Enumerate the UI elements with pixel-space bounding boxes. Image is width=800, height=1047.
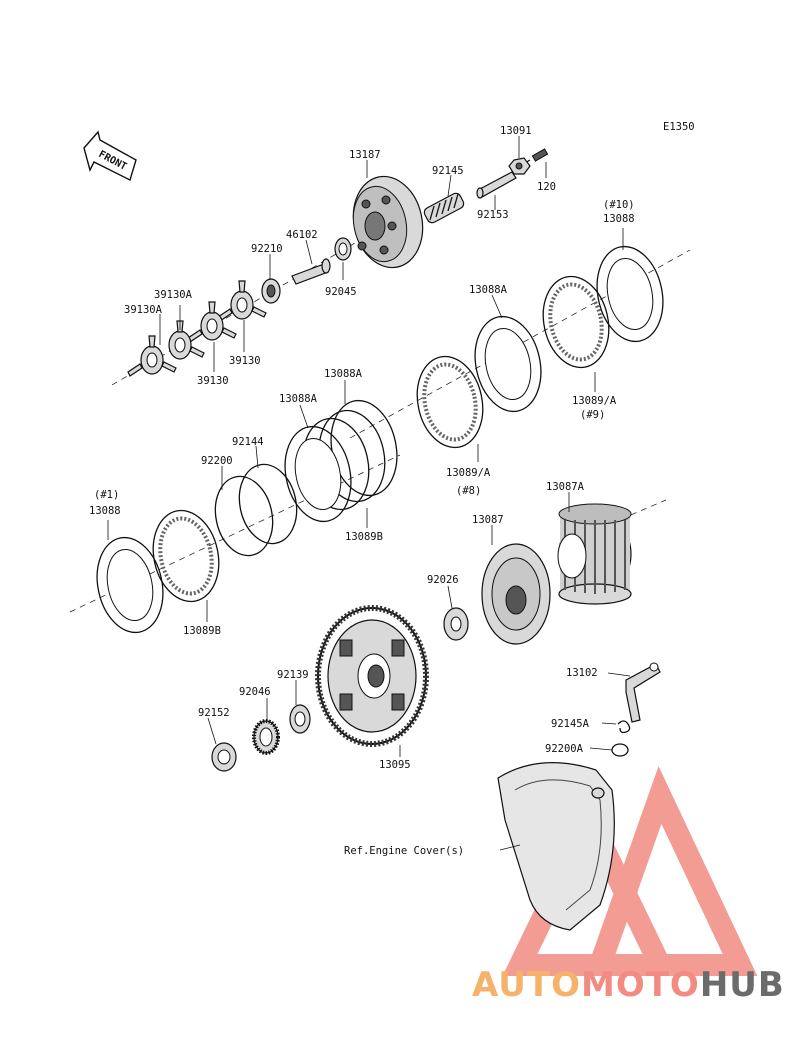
label-92152: 92152 [198,707,230,719]
label-92026: 92026 [427,574,459,586]
label-39130A-b: 39130A [124,304,163,316]
steel-plate-13089A-9 [542,275,610,369]
push-rod-92153 [476,171,517,199]
label-note-8: (#8) [456,485,481,497]
label-92139: 92139 [277,669,309,681]
watermark-text-auto: AUTO [472,965,581,1005]
label-note-10: (#10) [603,199,635,211]
label-120: 120 [537,181,556,193]
label-39130-a: 39130 [229,355,261,367]
label-13087A: 13087A [546,481,585,493]
ref-engine-cover-note: Ref.Engine Cover(s) [344,845,464,857]
steel-plate-13089B [152,509,220,603]
label-note-1: (#1) [94,489,119,501]
friction-plate-13088A-1 [474,315,542,413]
nut-13091 [508,157,531,175]
bearing-92045 [334,237,352,261]
clutch-housing-13095 [315,605,429,747]
label-13089A-9: 13089/A [572,395,617,407]
label-92200: 92200 [201,455,233,467]
label-92145A: 92145A [551,718,590,730]
label-92046: 92046 [239,686,271,698]
clutch-hub-plate-13087 [481,543,551,645]
label-13088-top: 13088 [603,213,635,225]
watermark-text-hub: HUB [700,965,785,1005]
label-13102: 13102 [566,667,598,679]
label-13091: 13091 [500,125,532,137]
label-92145: 92145 [432,165,464,177]
label-note-9: (#9) [580,409,605,421]
label-13088A-1: 13088A [469,284,508,296]
watermark-text-moto: MOTO [581,965,700,1005]
label-13187: 13187 [349,149,381,161]
spring-92145A [617,720,631,734]
label-13087: 13087 [472,514,504,526]
judder-spring-92200 [214,475,274,557]
washer-92026 [443,607,469,641]
steel-plate-13089A-8 [416,355,484,449]
label-92200A: 92200A [545,743,584,755]
collar-92152 [211,742,237,772]
label-39130-b: 39130 [197,375,229,387]
label-13089B-a: 13089B [345,531,383,543]
watermark-text: AUTOMOTOHUB [472,965,785,1005]
plate-stack-13088A-13089B [284,399,398,523]
nut-92210 [261,278,281,304]
front-direction-arrow: FRONT [83,130,137,181]
label-92144: 92144 [232,436,264,448]
label-13088-bottom: 13088 [89,505,121,517]
label-92153: 92153 [477,209,509,221]
spring-seat-92144 [238,463,298,545]
label-13095: 13095 [379,759,411,771]
o-ring-92200A [611,743,629,757]
spring-92145 [423,192,465,224]
cam-plates-39130 [127,280,267,377]
release-lever-13102 [625,662,661,723]
label-46102: 46102 [286,229,318,241]
label-39130A-a: 39130A [154,289,193,301]
clutch-hub-13087A [557,503,632,605]
label-92210: 92210 [251,243,283,255]
label-13088A-3: 13088A [279,393,318,405]
friction-plate-13088-top [596,245,664,343]
sleeve-92139 [289,704,311,734]
part-labels: 13091 120 13187 92145 92153 46102 92210 … [89,125,635,857]
label-13089B-b: 13089B [183,625,221,637]
friction-plate-13088-bottom [96,536,164,634]
label-92045: 92045 [325,286,357,298]
engine-cover [497,762,615,931]
pressure-plate-13187 [352,175,424,269]
shaft-46102 [291,258,331,285]
label-13089A-8: 13089/A [446,467,491,479]
needle-bearing-92046 [252,719,280,755]
label-13088A-2: 13088A [324,368,363,380]
leader-lines [107,136,631,851]
diagram-code: E1350 [663,121,695,133]
